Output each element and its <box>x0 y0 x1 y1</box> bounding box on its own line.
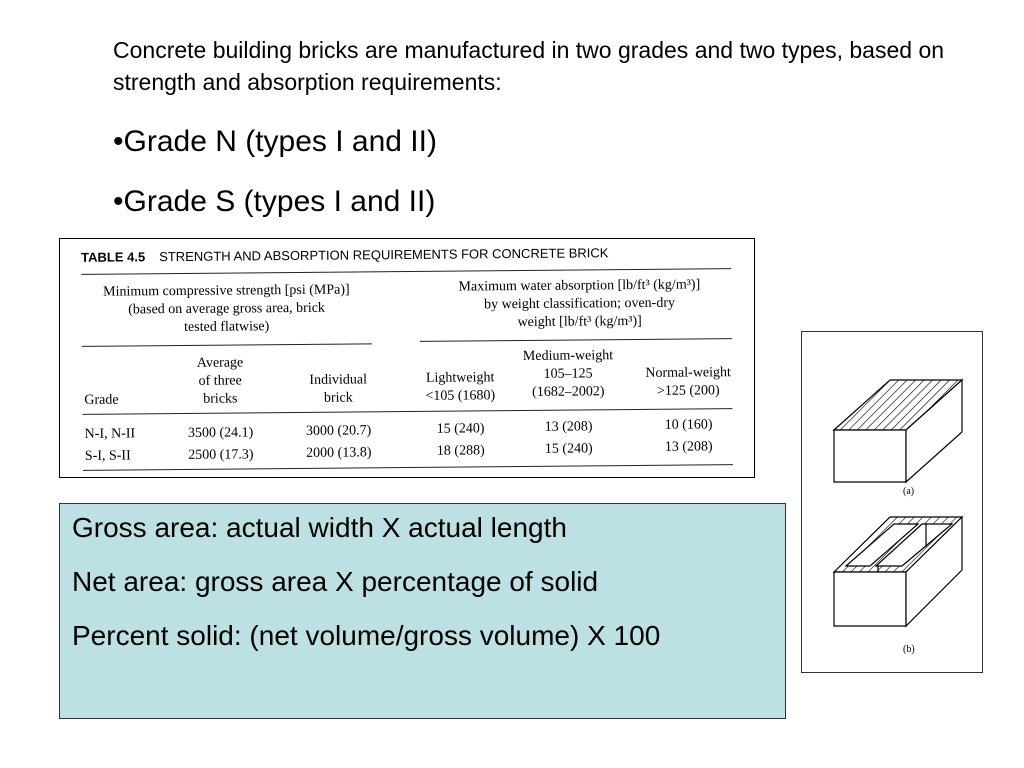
definitions-box: Gross area: actual width X actual length… <box>59 503 786 719</box>
header-line: 105–125 <box>543 366 593 382</box>
cell-normal: 10 (160) <box>664 417 713 433</box>
header-individual: Individual brick <box>288 371 388 408</box>
bullet-grade-s: •Grade S (types I and II) <box>113 185 436 218</box>
table-rule <box>82 464 733 471</box>
figure-label-b: (b) <box>903 644 915 655</box>
cell-average: 2500 (17.3) <box>188 447 254 463</box>
hollow-brick-diagram <box>832 515 964 628</box>
table-rule <box>81 268 732 275</box>
header-line: bricks <box>203 391 238 407</box>
cell-grade: N-I, N-II <box>84 426 136 442</box>
header-line: (1682–2002) <box>532 384 605 400</box>
strength-absorption-table: TABLE 4.5 STRENGTH AND ABSORPTION REQUIRE… <box>60 239 754 477</box>
net-area-definition: Net area: gross area X percentage of sol… <box>72 566 599 597</box>
header-line: Normal-weight <box>645 365 731 381</box>
group-header-line: weight [lb/ft³ (kg/m³)] <box>517 313 642 331</box>
header-line: <105 (1680) <box>425 388 496 404</box>
cell-lightweight: 18 (288) <box>436 443 485 459</box>
header-average: Average of three bricks <box>170 354 270 409</box>
intro-text: Concrete building bricks are manufacture… <box>113 37 945 95</box>
header-line: of three <box>198 373 242 389</box>
figure-label-a: (a) <box>903 486 914 497</box>
header-normal: Normal-weight >125 (200) <box>632 364 744 401</box>
table-title: STRENGTH AND ABSORPTION REQUIREMENTS FOR… <box>159 245 609 265</box>
table-number: TABLE 4.5 <box>81 249 146 265</box>
gross-area-definition: Gross area: actual width X actual length <box>72 512 567 543</box>
table-rule <box>419 338 732 342</box>
cell-average: 3500 (24.1) <box>187 425 254 441</box>
table-image: TABLE 4.5 STRENGTH AND ABSORPTION REQUIRE… <box>59 238 755 478</box>
group-header-strength: Minimum compressive strength [psi (MPa)]… <box>81 281 371 338</box>
header-grade: Grade <box>84 392 119 408</box>
bullet-grade-n: •Grade N (types I and II) <box>113 125 437 158</box>
brick-figure: (a) (b) <box>801 331 983 673</box>
header-line: Average <box>196 355 244 371</box>
header-lightweight: Lightweight <105 (1680) <box>405 369 515 406</box>
group-header-absorption: Maximum water absorption [lb/ft³ (kg/m³)… <box>419 276 739 333</box>
group-header-line: Maximum water absorption [lb/ft³ (kg/m³)… <box>458 277 701 295</box>
header-line: Individual <box>309 372 368 388</box>
table-rule <box>81 343 372 347</box>
table-row: S-I, S-II 2500 (17.3) 2000 (13.8) 18 (28… <box>60 239 754 463</box>
cell-medium: 13 (208) <box>544 419 593 435</box>
table-row: N-I, N-II 3500 (24.1) 3000 (20.7) 15 (24… <box>60 239 754 441</box>
brick-diagrams: (a) (b) <box>832 378 964 655</box>
header-line: brick <box>323 390 353 406</box>
cell-medium: 15 (240) <box>544 441 593 457</box>
cell-grade: S-I, S-II <box>84 448 131 464</box>
header-medium: Medium-weight 105–125 (1682–2002) <box>508 347 628 402</box>
group-header-line: Minimum compressive strength [psi (MPa)] <box>103 282 350 300</box>
cell-individual: 2000 (13.8) <box>306 445 372 461</box>
group-header-line: tested flatwise) <box>184 319 270 335</box>
solid-brick-diagram <box>832 378 964 484</box>
cell-normal: 13 (208) <box>664 439 713 455</box>
header-line: Lightweight <box>425 370 495 386</box>
header-line: Medium-weight <box>522 348 614 364</box>
cell-individual: 3000 (20.7) <box>305 423 372 439</box>
header-line: >125 (200) <box>656 383 720 399</box>
percent-solid-definition: Percent solid: (net volume/gross volume)… <box>72 620 661 651</box>
table-rule <box>82 408 733 415</box>
table-caption: TABLE 4.5 STRENGTH AND ABSORPTION REQUIRE… <box>81 245 608 265</box>
cell-lightweight: 15 (240) <box>436 421 485 437</box>
